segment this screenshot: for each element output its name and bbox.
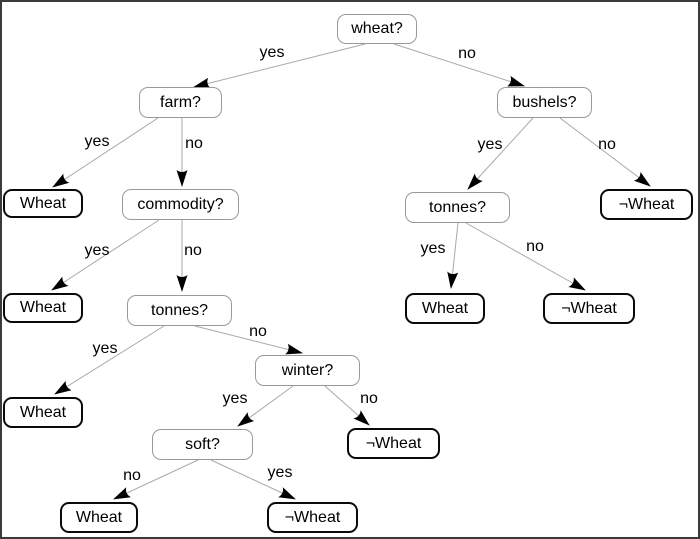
tree-edge <box>559 117 651 187</box>
tree-leaf-wheat-soft-no: Wheat <box>60 502 138 533</box>
tree-leaf-not-wheat-bushels-no: ¬Wheat <box>600 189 693 220</box>
tree-leaf-not-wheat-soft-yes: ¬Wheat <box>267 502 358 533</box>
edge-label-no: no <box>360 390 378 407</box>
tree-edge <box>324 385 370 426</box>
tree-edge <box>54 325 165 395</box>
tree-edge <box>237 385 294 427</box>
tree-edge <box>393 43 525 87</box>
tree-node-commodity: commodity? <box>122 189 239 220</box>
edge-label-no: no <box>249 323 267 340</box>
tree-node-soft: soft? <box>152 429 253 460</box>
tree-leaf-not-wheat-winter-no: ¬Wheat <box>347 428 440 459</box>
edge-label-no: no <box>184 242 202 259</box>
tree-leaf-wheat-tonnes-right-yes: Wheat <box>405 293 485 324</box>
edge-label-yes: yes <box>477 136 503 153</box>
edge-label-yes: yes <box>267 464 293 481</box>
tree-leaf-wheat-tonnes-left-yes: Wheat <box>3 397 83 428</box>
tree-node-winter: winter? <box>255 355 360 386</box>
edge-label-no: no <box>526 238 544 255</box>
tree-edge <box>51 219 160 291</box>
tree-node-farm: farm? <box>139 87 222 118</box>
tree-edge <box>193 43 366 89</box>
tree-edge <box>113 459 199 500</box>
tree-node-bushels: bushels? <box>497 87 592 118</box>
edge-label-no: no <box>598 136 616 153</box>
edge-label-yes: yes <box>222 390 248 407</box>
edge-label-yes: yes <box>84 133 110 150</box>
tree-leaf-wheat-commodity-yes: Wheat <box>3 293 83 323</box>
tree-leaf-wheat-farm-yes: Wheat <box>3 189 83 218</box>
edge-label-no: no <box>185 135 203 152</box>
edge-label-yes: yes <box>420 240 446 257</box>
edge-label-no: no <box>123 467 141 484</box>
tree-edge <box>467 117 534 190</box>
tree-edge <box>52 117 159 188</box>
tree-leaf-not-wheat-tonnes-right-no: ¬Wheat <box>543 293 635 324</box>
tree-node-tonnes-left: tonnes? <box>127 295 232 326</box>
tree-edge <box>465 222 586 291</box>
edge-label-no: no <box>458 45 476 62</box>
edge-label-yes: yes <box>92 340 118 357</box>
tree-node-tonnes-right: tonnes? <box>405 192 510 223</box>
tree-node-wheat: wheat? <box>337 14 417 44</box>
tree-edge <box>194 325 303 355</box>
tree-edge <box>447 222 459 289</box>
edge-label-yes: yes <box>84 242 110 259</box>
tree-edge <box>210 459 296 500</box>
edge-label-yes: yes <box>259 44 285 61</box>
